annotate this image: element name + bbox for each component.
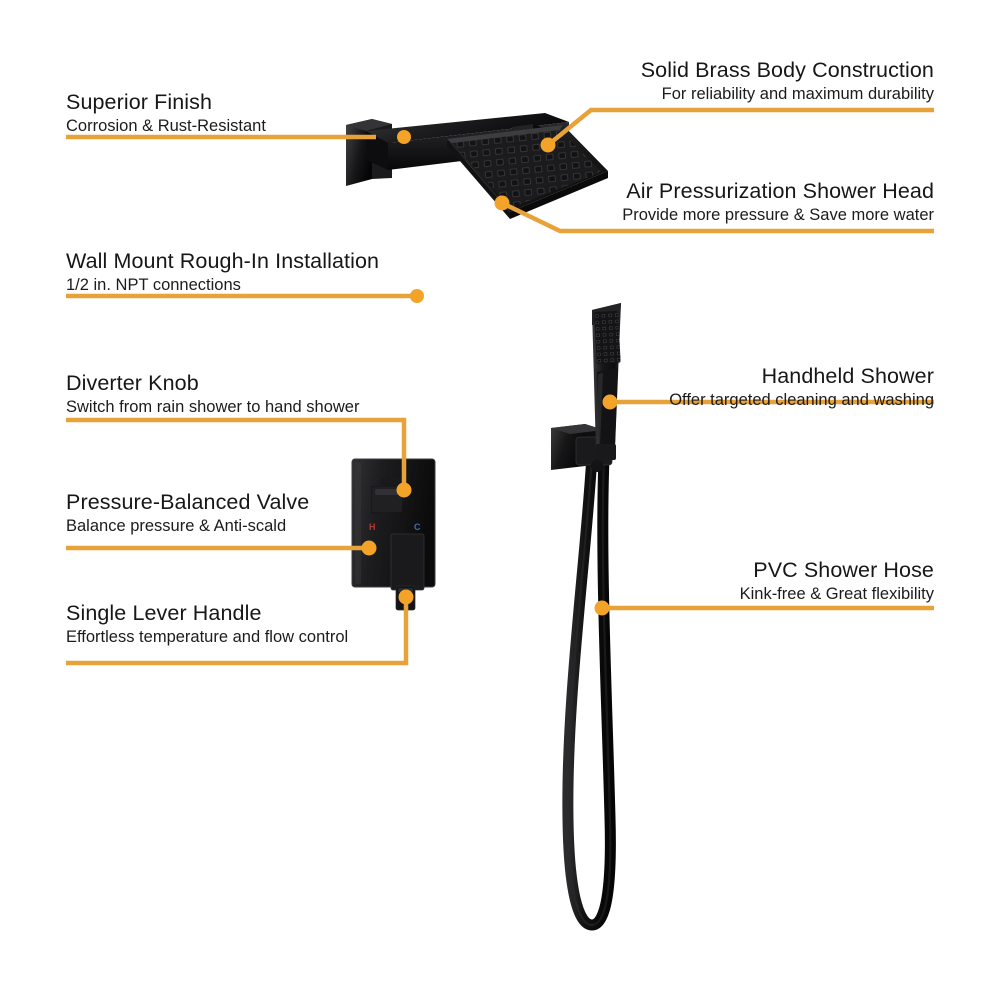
callout-handheld-shower-title: Handheld Shower [761, 364, 934, 388]
dot-pressure-balanced [361, 540, 377, 556]
dot-handheld-shower [602, 394, 618, 410]
callout-solid-brass-sub: For reliability and maximum durability [661, 84, 934, 103]
callout-pvc-hose-title: PVC Shower Hose [753, 558, 934, 582]
callout-wall-mount: Wall Mount Rough-In Installation 1/2 in.… [66, 249, 379, 295]
callout-handheld-shower: Handheld Shower Offer targeted cleaning … [604, 364, 934, 410]
shower-arm-top [366, 113, 569, 143]
callout-superior-finish: Superior Finish Corrosion & Rust-Resista… [66, 90, 266, 136]
leader-solid-brass [546, 107, 934, 147]
hot-marker: H [369, 522, 376, 532]
callout-air-pressurization-sub: Provide more pressure & Save more water [622, 205, 934, 224]
callout-single-lever-sub: Effortless temperature and flow control [66, 627, 349, 646]
handheld-shower-assembly [551, 303, 621, 931]
dot-pvc-hose [594, 600, 610, 616]
callout-wall-mount-sub: 1/2 in. NPT connections [66, 275, 241, 294]
callout-solid-brass: Solid Brass Body Construction For reliab… [534, 58, 934, 104]
callout-pvc-hose: PVC Shower Hose Kink-free & Great flexib… [634, 558, 934, 604]
callout-air-pressurization: Air Pressurization Shower Head Provide m… [514, 179, 934, 225]
dot-air-pressurization [494, 195, 510, 211]
dot-superior-finish [397, 130, 411, 144]
leader-single-lever [66, 600, 409, 666]
rain-shower-head-assembly [346, 113, 608, 219]
callout-air-pressurization-title: Air Pressurization Shower Head [626, 179, 934, 203]
callout-diverter-knob-title: Diverter Knob [66, 371, 199, 395]
leader-air-pressurization [501, 200, 934, 234]
callout-diverter-knob: Diverter Knob Switch from rain shower to… [66, 371, 359, 417]
callout-single-lever: Single Lever Handle Effortless temperatu… [66, 601, 366, 647]
callout-superior-finish-title: Superior Finish [66, 90, 213, 114]
callout-diverter-knob-sub: Switch from rain shower to hand shower [66, 397, 360, 416]
callout-pvc-hose-sub: Kink-free & Great flexibility [739, 584, 934, 603]
callout-wall-mount-title: Wall Mount Rough-In Installation [66, 249, 380, 273]
callout-pressure-balanced: Pressure-Balanced Valve Balance pressure… [66, 490, 309, 536]
dot-solid-brass [540, 137, 556, 153]
callout-superior-finish-sub: Corrosion & Rust-Resistant [66, 116, 266, 135]
rain-shower-panel [447, 125, 608, 219]
callout-single-lever-title: Single Lever Handle [66, 601, 262, 625]
cold-marker: C [414, 522, 421, 532]
dot-single-lever [398, 589, 414, 605]
callout-handheld-shower-sub: Offer targeted cleaning and washing [669, 390, 934, 409]
callout-solid-brass-title: Solid Brass Body Construction [640, 58, 934, 82]
diverter-knob [371, 478, 404, 514]
dot-diverter-knob [396, 482, 412, 498]
leader-diverter-knob [66, 417, 407, 488]
callout-pressure-balanced-title: Pressure-Balanced Valve [66, 490, 310, 514]
dot-wall-mount [410, 289, 424, 303]
callout-pressure-balanced-sub: Balance pressure & Anti-scald [66, 516, 287, 535]
